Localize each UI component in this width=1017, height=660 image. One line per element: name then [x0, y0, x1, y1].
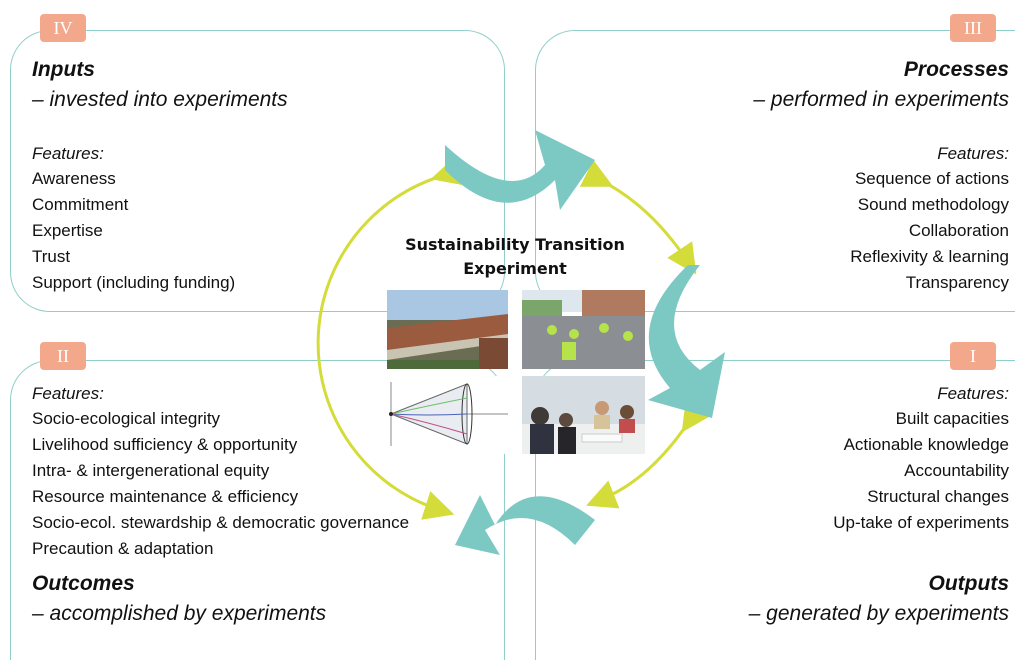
housing-photo: [387, 290, 508, 369]
outputs-badge: I: [950, 342, 996, 370]
center-title: Sustainability Transition Experiment: [390, 233, 640, 281]
list-item: Transparency: [905, 273, 1009, 292]
cyclists-photo: [522, 290, 645, 369]
inputs-title: Inputs: [32, 58, 95, 81]
outcomes-title: Outcomes: [32, 572, 135, 595]
list-item: Up-take of experiments: [833, 513, 1009, 532]
inputs-panel-frame: [10, 30, 505, 312]
list-item: Resource maintenance & efficiency: [32, 487, 299, 506]
center-title-line1: Sustainability Transition: [405, 235, 625, 254]
cycle-graphic: [316, 130, 725, 555]
list-item: Socio-ecological integrity: [32, 409, 221, 428]
processes-title: Processes: [903, 58, 1009, 81]
center-title-line2: Experiment: [463, 259, 567, 278]
scenario-cone-figure: [387, 376, 508, 454]
list-item: Actionable knowledge: [843, 435, 1009, 454]
list-item: Awareness: [32, 169, 116, 188]
meeting-photo: [522, 376, 645, 454]
processes-features-list: Sequence of actions Sound methodology Co…: [850, 166, 1009, 296]
list-item: Precaution & adaptation: [32, 539, 214, 558]
outcomes-panel-frame: [10, 360, 505, 660]
list-item: Trust: [32, 247, 71, 266]
outcomes-features-list: Socio-ecological integrity Livelihood su…: [32, 406, 409, 562]
list-item: Livelihood sufficiency & opportunity: [32, 435, 298, 454]
cycle-arc-top-right: [579, 159, 697, 275]
processes-features-heading: Features:: [937, 144, 1009, 163]
teal-arrow-top: [445, 130, 595, 210]
outcomes-badge: II: [40, 342, 86, 370]
inputs-features-list: Awareness Commitment Expertise Trust Sup…: [32, 166, 235, 296]
list-item: Support (including funding): [32, 273, 236, 292]
list-item: Socio-ecol. stewardship & democratic gov…: [32, 513, 410, 532]
outputs-features-list: Built capacities Actionable knowledge Ac…: [833, 406, 1009, 536]
outputs-subtitle: – generated by experiments: [748, 602, 1009, 625]
list-item: Reflexivity & learning: [850, 247, 1009, 266]
inputs-badge: IV: [40, 14, 86, 42]
list-item: Collaboration: [908, 221, 1009, 240]
outputs-title: Outputs: [928, 572, 1009, 595]
list-item: Intra- & intergenerational equity: [32, 461, 270, 480]
list-item: Sequence of actions: [854, 169, 1009, 188]
cycle-arc-left: [316, 156, 464, 520]
outcomes-features-heading: Features:: [32, 384, 104, 403]
inputs-features-heading: Features:: [32, 144, 104, 163]
list-item: Accountability: [904, 461, 1009, 480]
processes-badge: III: [950, 14, 996, 42]
outputs-features-heading: Features:: [937, 384, 1009, 403]
list-item: Structural changes: [867, 487, 1009, 506]
list-item: Expertise: [32, 221, 103, 240]
teal-arrow-right: [648, 265, 725, 418]
list-item: Built capacities: [895, 409, 1009, 428]
outcomes-subtitle: – accomplished by experiments: [32, 602, 327, 625]
list-item: Commitment: [32, 195, 129, 214]
processes-subtitle: – performed in experiments: [753, 88, 1009, 111]
processes-panel-frame: [535, 30, 1015, 312]
list-item: Sound methodology: [857, 195, 1009, 214]
teal-arrow-bottom: [455, 495, 595, 555]
cycle-arc-bottom-right: [586, 399, 711, 509]
inputs-subtitle: – invested into experiments: [32, 88, 288, 111]
